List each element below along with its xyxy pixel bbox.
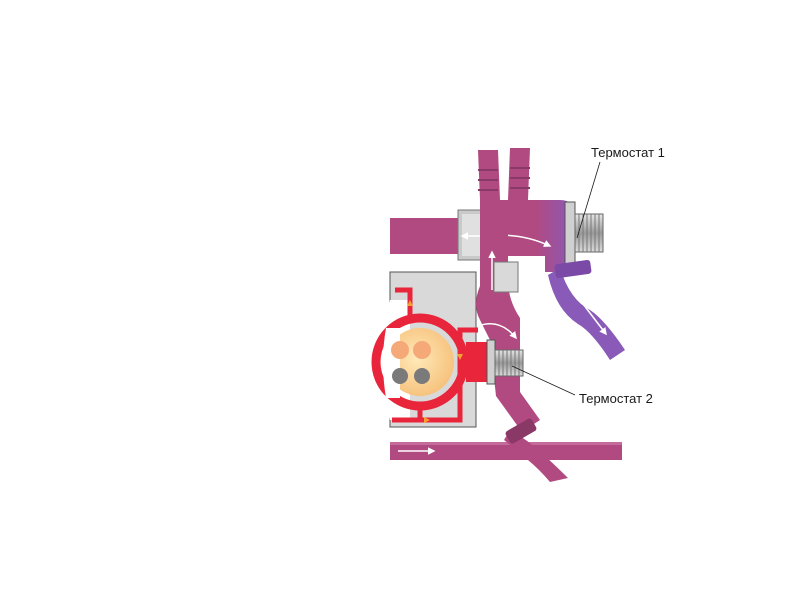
thermostat-2-bolt [486, 339, 524, 385]
cylinder-dot [414, 368, 430, 384]
upper-hoses [478, 148, 530, 200]
callout-line [576, 161, 601, 239]
thermostat-1-outlet-hose [548, 259, 625, 360]
bottom-coolant-pipe [390, 442, 622, 460]
thermostat-2-connector [466, 342, 490, 382]
thermostat-2-callout: Термостат 2 [511, 365, 653, 406]
thermostat-2-label: Термостат 2 [579, 391, 653, 406]
thermostat-1-callout: Термостат 1 [576, 145, 665, 239]
thermostat-1-label: Термостат 1 [591, 145, 665, 160]
top-coolant-pipe [390, 209, 500, 261]
cylinder-dot [391, 341, 409, 359]
cylinder-dot [413, 341, 431, 359]
engine-cutaway [371, 300, 469, 420]
central-branch-pipe [476, 200, 520, 340]
thermostat-1-bolt [564, 201, 604, 265]
channel-flow-arrows [407, 300, 463, 423]
callout-line [511, 365, 576, 396]
cylinder-dot [392, 368, 408, 384]
